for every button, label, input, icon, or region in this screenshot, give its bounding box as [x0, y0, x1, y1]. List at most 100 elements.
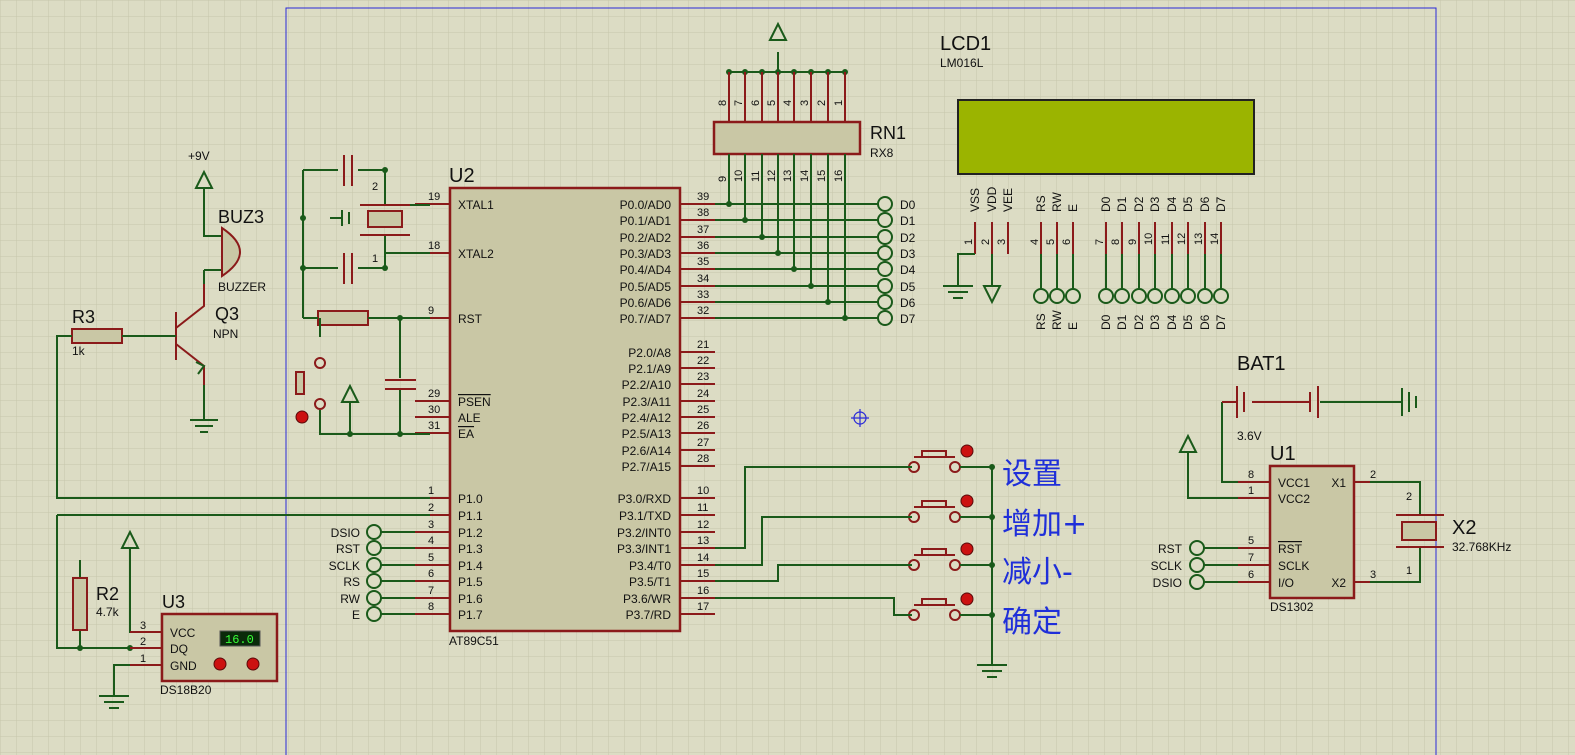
u2-pin-name: P3.4/T0 — [629, 559, 671, 573]
buz3-ref: BUZ3 — [218, 207, 264, 227]
rn1-pin-number: 10 — [733, 170, 745, 182]
u2-pin-number: 17 — [697, 601, 709, 613]
lcd-net-label: D3 — [1148, 314, 1162, 330]
u2-pin-name: P1.1 — [458, 509, 483, 523]
u2-pin-number: 33 — [697, 289, 709, 301]
lcd-pin-name: D3 — [1148, 196, 1162, 212]
lcd-pin-number: 4 — [1029, 239, 1041, 245]
crystal-pin-2: 2 — [372, 181, 378, 193]
rn1-pin-number: 3 — [799, 100, 811, 106]
u2-pin-number: 29 — [428, 388, 440, 400]
lcd-pin-number: 11 — [1160, 234, 1172, 245]
buz3-part: BUZZER — [218, 280, 266, 294]
u2-pin-name: P0.3/AD3 — [620, 247, 672, 261]
x2-value: 32.768KHz — [1452, 540, 1511, 554]
p0-net-label: D3 — [900, 247, 916, 261]
buzzer-driver-circuit: +9V BUZ3 BUZZER Q3 NPN R3 1k — [56, 149, 430, 499]
lcd-net-label: D4 — [1165, 314, 1179, 330]
u2-pin-number: 10 — [697, 485, 709, 497]
u2-pin-name: P2.5/A13 — [622, 427, 672, 441]
u1-pin-name: SCLK — [1278, 559, 1309, 573]
lcd-pin-number: 13 — [1193, 233, 1205, 245]
u3-part: DS18B20 — [160, 683, 212, 697]
u2-pin-number: 37 — [697, 224, 709, 236]
u2-pin-number: 36 — [697, 240, 709, 252]
net-terminal — [366, 606, 382, 622]
u2-ref: U2 — [449, 165, 475, 187]
lcd-net-terminal — [1114, 288, 1130, 304]
p0-net-label: D7 — [900, 312, 916, 326]
u2-pin-number: 22 — [697, 355, 709, 367]
u2-pin-number: 30 — [428, 404, 440, 416]
u2-pin-number: 28 — [697, 453, 709, 465]
lcd-pin-name: D4 — [1165, 196, 1179, 212]
u1-net-label: RST — [1158, 542, 1183, 556]
u2-pin-name: P0.1/AD1 — [620, 214, 672, 228]
u2-pin-number: 34 — [697, 273, 709, 285]
u3-pin-number: 3 — [140, 620, 146, 632]
rn1-pin-number: 1 — [833, 100, 845, 106]
u2-pin-number: 14 — [697, 552, 709, 564]
p1-net-label: RW — [340, 592, 360, 606]
lcd-pin-number: 10 — [1143, 233, 1155, 245]
crystal-oscillator-circuit: 2 1 — [300, 155, 430, 318]
u3-pin-number: 1 — [140, 653, 146, 665]
u3-pin-name: GND — [170, 659, 197, 673]
push-button[interactable] — [908, 444, 995, 473]
u2-pin-number: 5 — [428, 552, 434, 564]
lcd-pin-name: D5 — [1181, 196, 1195, 212]
u2-pin-name: P3.3/INT1 — [617, 542, 671, 556]
u2-pin-number: 8 — [428, 601, 434, 613]
u2-pin-number: 27 — [697, 437, 709, 449]
lcd-pin-name: RW — [1050, 192, 1064, 212]
u2-pin-number: 6 — [428, 568, 434, 580]
p1-net-label: RS — [343, 575, 360, 589]
lcd-net-label: D0 — [1099, 314, 1113, 330]
lcd-pin-name: D0 — [1099, 196, 1113, 212]
lcd-pin-number: 14 — [1209, 233, 1221, 245]
u2-microcontroller[interactable]: U2 AT89C51 19XTAL118XTAL29RST29PSEN30ALE… — [415, 165, 715, 648]
u2-pin-number: 3 — [428, 519, 434, 531]
p1-net-label: E — [352, 608, 360, 622]
net-terminal — [366, 573, 382, 589]
net-terminal — [1189, 557, 1205, 573]
rn1-ref: RN1 — [870, 123, 906, 143]
u2-pin-number: 9 — [428, 305, 434, 317]
sheet-border — [285, 7, 1437, 755]
u2-pin-name: P3.2/INT0 — [617, 526, 671, 540]
lcd-pin-name: E — [1066, 204, 1080, 212]
lcd-pin-name: VDD — [985, 186, 999, 212]
u1-pin-name: X2 — [1331, 576, 1346, 590]
net-terminal — [366, 540, 382, 556]
lcd-net-label: D7 — [1214, 314, 1228, 330]
u3-ref: U3 — [162, 592, 185, 612]
net-terminal — [1189, 574, 1205, 590]
u2-pin-name: P0.6/AD6 — [620, 296, 672, 310]
u1-pin-name: RST — [1278, 542, 1303, 556]
net-terminal — [877, 278, 893, 294]
u2-pin-number: 21 — [697, 339, 709, 351]
u2-pin-number: 1 — [428, 485, 434, 497]
r2-value: 4.7k — [96, 605, 120, 619]
u2-pin-name: P3.0/RXD — [618, 492, 672, 506]
u2-pin-number: 24 — [697, 388, 709, 400]
u2-pin-number: 2 — [428, 502, 434, 514]
u2-pin-name: P3.7/RD — [626, 608, 672, 622]
u2-pin-number: 19 — [428, 191, 440, 203]
rn1-pin-number: 16 — [833, 170, 845, 182]
lcd-pin-name: VSS — [968, 188, 982, 212]
push-button[interactable] — [908, 494, 995, 523]
lcd-pin-number: 9 — [1127, 239, 1139, 245]
u2-pin-number: 4 — [428, 535, 434, 547]
u2-pin-name: P3.6/WR — [623, 592, 671, 606]
lcd-pin-number: 1 — [963, 239, 975, 245]
push-button[interactable] — [908, 542, 995, 571]
u2-pin-name: P1.0 — [458, 492, 483, 506]
u2-pin-number: 39 — [697, 191, 709, 203]
u2-right-pins: 39P0.0/AD038P0.1/AD137P0.2/AD236P0.3/AD3… — [617, 191, 715, 622]
u1-part: DS1302 — [1270, 600, 1314, 614]
u2-pin-number: 26 — [697, 420, 709, 432]
q3-part: NPN — [213, 327, 238, 341]
